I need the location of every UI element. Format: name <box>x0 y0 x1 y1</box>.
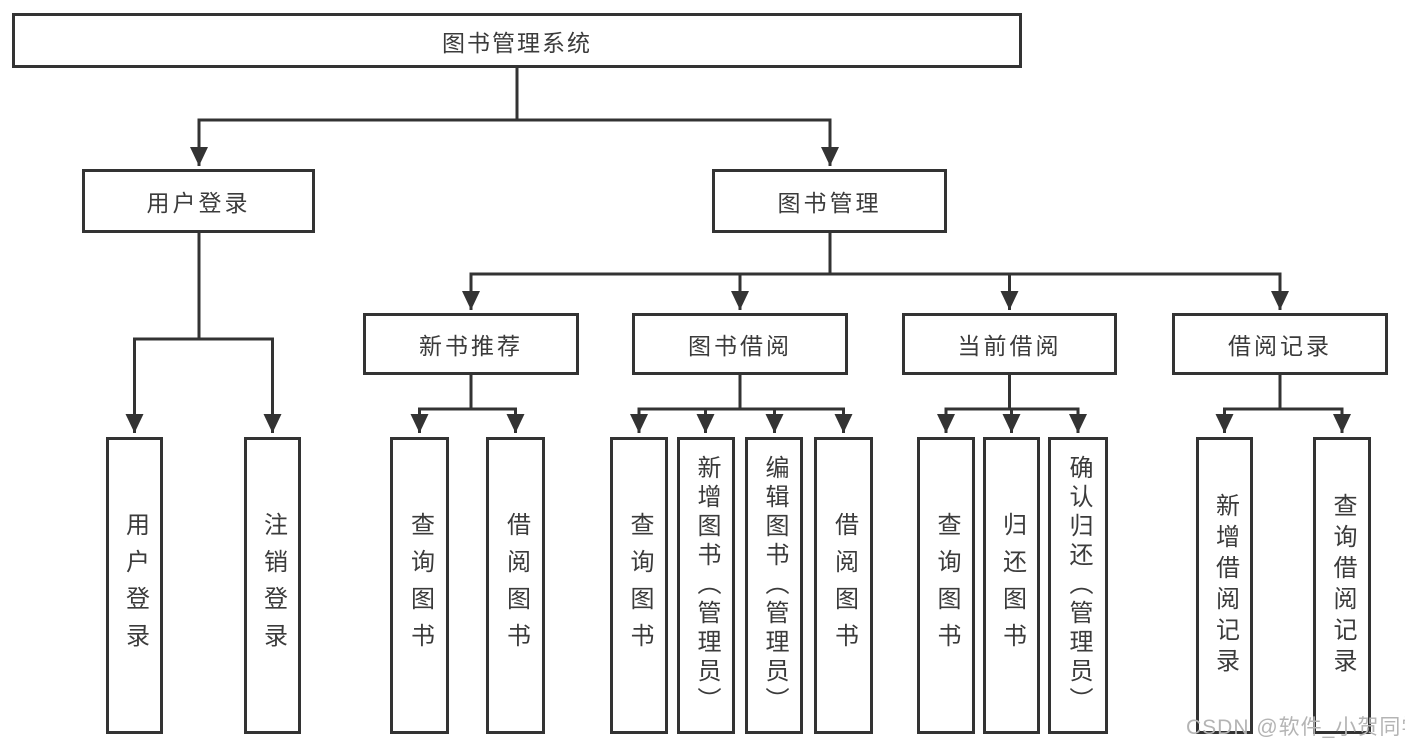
leaf-current-return-books-label: 归还图书 <box>998 511 1026 660</box>
node-root: 图书管理系统 <box>12 13 1022 68</box>
node-current-borrow: 当前借阅 <box>902 313 1117 375</box>
node-book-management-label: 图书管理 <box>777 190 882 216</box>
leaf-borrow-borrow-books-label: 借阅图书 <box>830 511 858 660</box>
node-new-book-recommend-label: 新书推荐 <box>419 333 523 359</box>
node-new-book-recommend: 新书推荐 <box>363 313 579 375</box>
node-borrow-records-label: 借阅记录 <box>1228 333 1332 359</box>
leaf-current-confirm-return-admin: 确认归还（管理员） <box>1048 437 1108 734</box>
leaf-newbook-query-books: 查询图书 <box>390 437 449 734</box>
leaf-current-return-books: 归还图书 <box>983 437 1040 734</box>
node-book-borrow: 图书借阅 <box>632 313 848 375</box>
node-user-login-label: 用户登录 <box>146 190 251 216</box>
leaf-records-query-record-label: 查询借阅记录 <box>1329 492 1356 679</box>
node-current-borrow-label: 当前借阅 <box>957 333 1062 359</box>
leaf-current-query-books: 查询图书 <box>917 437 975 734</box>
leaf-records-add-record: 新增借阅记录 <box>1196 437 1253 734</box>
leaf-user-login-label: 用户登录 <box>121 511 149 660</box>
leaf-current-query-books-label: 查询图书 <box>933 511 960 660</box>
leaf-logout: 注销登录 <box>244 437 301 734</box>
watermark: CSDN @软件_小贺同学 <box>1186 716 1405 739</box>
node-book-borrow-label: 图书借阅 <box>688 333 792 359</box>
leaf-borrow-add-books-admin: 新增图书（管理员） <box>677 437 735 734</box>
leaf-newbook-query-books-label: 查询图书 <box>406 511 434 660</box>
leaf-borrow-edit-books-admin: 编辑图书（管理员） <box>745 437 803 734</box>
node-root-label: 图书管理系统 <box>442 29 592 56</box>
leaf-borrow-query-books: 查询图书 <box>610 437 668 734</box>
leaf-current-confirm-return-admin-label: 确认归还（管理员） <box>1065 455 1092 716</box>
node-user-login: 用户登录 <box>82 169 315 233</box>
leaf-records-add-record-label: 新增借阅记录 <box>1211 492 1239 679</box>
leaf-borrow-edit-books-admin-label: 编辑图书（管理员） <box>761 455 788 716</box>
leaf-logout-label: 注销登录 <box>259 511 287 660</box>
leaf-newbook-borrow-books: 借阅图书 <box>486 437 545 734</box>
leaf-borrow-add-books-admin-label: 新增图书（管理员） <box>693 455 720 716</box>
leaf-borrow-borrow-books: 借阅图书 <box>814 437 873 734</box>
leaf-user-login: 用户登录 <box>106 437 163 734</box>
leaf-borrow-query-books-label: 查询图书 <box>626 511 653 660</box>
node-borrow-records: 借阅记录 <box>1172 313 1388 375</box>
node-book-management: 图书管理 <box>712 169 947 233</box>
leaf-newbook-borrow-books-label: 借阅图书 <box>502 511 530 660</box>
leaf-records-query-record: 查询借阅记录 <box>1313 437 1371 734</box>
